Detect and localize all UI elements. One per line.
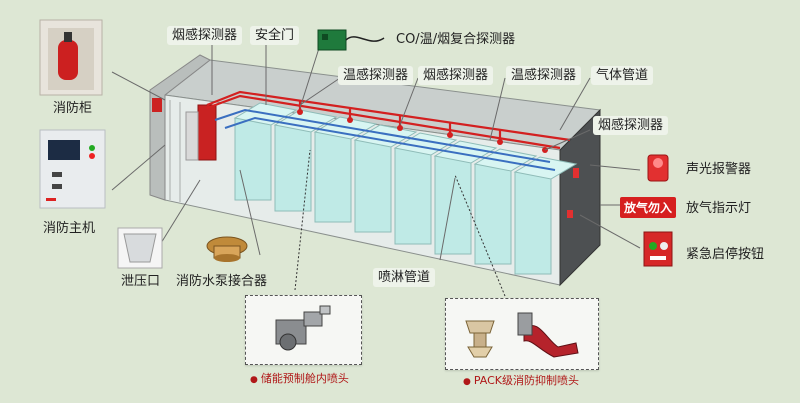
interior-pressure-relief <box>152 98 162 112</box>
pressure-relief-image <box>117 227 163 269</box>
sound-light-alarm-image <box>647 154 669 182</box>
label-smoke-detector-mid: 烟感探测器 <box>418 66 494 85</box>
nozzle-leaders <box>294 149 506 297</box>
label-fire-cabinet: 消防柜 <box>53 101 93 116</box>
cabin-nozzle-box <box>245 295 362 365</box>
label-pump-connector: 消防水泵接合器 <box>176 274 268 289</box>
pack-nozzle-icon <box>465 312 579 358</box>
container-ribs <box>169 100 181 202</box>
spray-pipe-lines <box>214 108 556 171</box>
caption-pack-nozzle: PACK级消防抑制喷头 <box>463 372 579 388</box>
label-emergency-button: 紧急启停按钮 <box>686 247 765 262</box>
battery-racks <box>234 117 552 275</box>
label-fire-host: 消防主机 <box>43 221 96 236</box>
fire-cabinet-image <box>39 19 103 96</box>
label-safety-door: 安全门 <box>250 26 300 45</box>
pump-connector-image <box>206 236 248 262</box>
cabin-nozzle-icon <box>275 305 331 351</box>
label-temp-detector-1: 温感探测器 <box>338 66 414 85</box>
end-door-button <box>567 210 573 218</box>
label-pressure-relief: 泄压口 <box>121 274 161 289</box>
fire-host-image <box>39 129 106 209</box>
interior-fire-cabinet <box>197 104 217 161</box>
emergency-button-image <box>643 231 673 267</box>
label-release-indicator: 放气指示灯 <box>686 201 752 216</box>
label-sound-light-alarm: 声光报警器 <box>686 162 752 177</box>
label-spray-pipe: 喷淋管道 <box>373 268 436 287</box>
container-left-frame <box>149 54 211 201</box>
label-smoke-detector-right: 烟感探测器 <box>593 116 669 135</box>
detector-dots <box>297 109 548 153</box>
caption-cabin-nozzle: 储能预制舱内喷头 <box>250 370 349 386</box>
container-end-door <box>559 108 601 287</box>
release-sign: 放气勿入 <box>620 197 677 218</box>
label-temp-detector-2: 温感探测器 <box>506 66 582 85</box>
co-detector-image <box>317 29 385 51</box>
pack-nozzle-box <box>445 298 599 370</box>
end-door-alarm <box>573 168 579 178</box>
label-gas-pipe: 气体管道 <box>591 66 654 85</box>
label-smoke-detector-top: 烟感探测器 <box>167 26 243 45</box>
label-co-detector: CO/温/烟复合探测器 <box>396 32 516 47</box>
